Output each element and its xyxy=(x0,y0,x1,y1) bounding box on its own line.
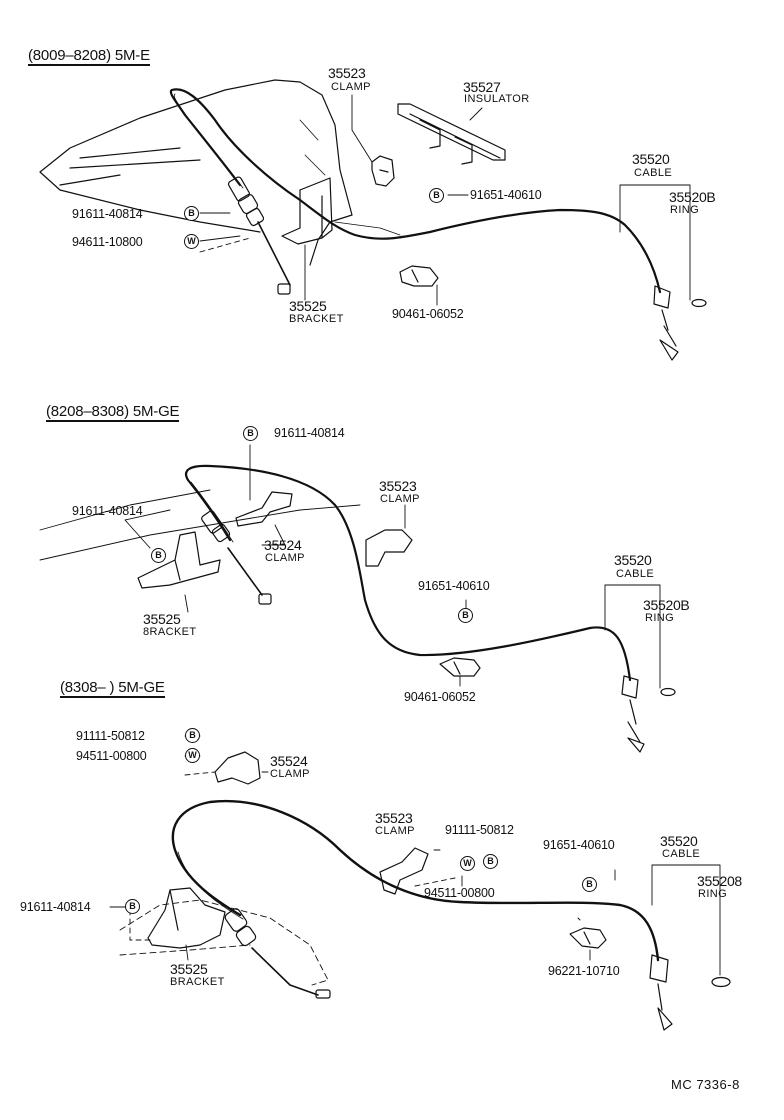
clamp-35524-s2 xyxy=(235,491,293,527)
clamp-35524-s3 xyxy=(214,751,261,785)
cable-inner-s3 xyxy=(177,851,244,920)
clamp-35523-s1 xyxy=(371,155,395,187)
label-cable-s2: CABLE xyxy=(616,568,655,580)
ring-355208-s3 xyxy=(711,976,731,988)
label-355208-s3: 355208 xyxy=(697,873,742,889)
clamp-35523-s3 xyxy=(379,847,429,895)
bolt-marker-icon: B xyxy=(184,206,199,221)
cable-adjuster-s2 xyxy=(201,510,272,605)
label-ring-s2: RING xyxy=(645,612,675,624)
label-cable-s3: CABLE xyxy=(662,848,701,860)
section-title-8009-8208: (8009–8208) 5M-E xyxy=(28,47,150,66)
label-35525-s3: 35525 xyxy=(170,961,208,977)
label-35520b-s2: 35520B xyxy=(643,597,690,613)
transmission-housing xyxy=(39,79,353,266)
label-ring-s3: RING xyxy=(698,888,728,900)
cable-35520-s3 xyxy=(171,799,660,962)
pn-91611-40814-s2-left: 91611-40814 xyxy=(72,504,143,518)
pn-94511-00800-s3: 94511-00800 xyxy=(76,749,147,763)
label-35520-s2: 35520 xyxy=(614,552,652,568)
label-clamp-s3: CLAMP xyxy=(375,825,415,837)
label-35523-s3: 35523 xyxy=(375,810,413,826)
section-title-8308: (8308– ) 5M-GE xyxy=(60,679,165,698)
label-bracket-s2: 8RACKET xyxy=(143,626,197,638)
engine-outline-s3 xyxy=(119,899,329,986)
label-bracket-s1: BRACKET xyxy=(289,313,344,325)
cable-adjuster-s3 xyxy=(224,908,331,999)
pn-91611-40814-s2-top: 91611-40814 xyxy=(274,426,345,440)
bolt-marker-icon: B xyxy=(243,426,258,441)
clip-90461-s2 xyxy=(439,657,481,677)
pn-91611-40814-s1: 91611-40814 xyxy=(72,207,143,221)
label-clamp-s2: CLAMP xyxy=(380,493,420,505)
bolt-marker-icon: B xyxy=(429,188,444,203)
label-bracket-s3: BRACKET xyxy=(170,976,225,988)
bracket-35525-s1 xyxy=(281,177,333,245)
label-35527: 35527 xyxy=(463,79,501,95)
pn-91651-40610-s3: 91651-40610 xyxy=(543,838,615,852)
cable-inner-s1 xyxy=(173,93,244,189)
bracket-35525-s3 xyxy=(147,887,226,949)
label-35523-s1: 35523 xyxy=(328,65,366,81)
pn-94611-10800-s1: 94611-10800 xyxy=(72,235,143,249)
cable-end-s1 xyxy=(653,285,679,361)
bracket-35525-s2 xyxy=(137,531,221,589)
cable-35520-s2 xyxy=(184,464,632,682)
pn-94511-00800-s3-mid: 94511-00800 xyxy=(424,886,495,900)
label-35524-s2: 35524 xyxy=(264,537,302,553)
pn-91651-40610-s2: 91651-40610 xyxy=(418,579,490,593)
label-35525-s2: 35525 xyxy=(143,611,181,627)
pn-90461-06052-s1: 90461-06052 xyxy=(392,307,464,321)
ring-35520b-s2 xyxy=(660,687,676,697)
clip-96221-s3 xyxy=(569,927,607,949)
label-ring-s1: RING xyxy=(670,204,700,216)
washer-marker-icon: W xyxy=(460,856,475,871)
label-clamp2-s2: CLAMP xyxy=(265,552,305,564)
bolt-marker-icon: B xyxy=(483,854,498,869)
clamp-35523-s2 xyxy=(365,529,413,567)
section-title-8208-8308: (8208–8308) 5M-GE xyxy=(46,403,180,422)
insulator-35527-s1 xyxy=(397,103,506,165)
section-2-drawing xyxy=(39,444,676,753)
label-35520-s3: 35520 xyxy=(660,833,698,849)
pn-96221-10710-s3: 96221-10710 xyxy=(548,964,620,978)
bolt-marker-icon: B xyxy=(125,899,140,914)
clip-90461-s1 xyxy=(399,265,439,287)
label-35520b-s1: 35520B xyxy=(669,189,716,205)
cable-adjuster-s1 xyxy=(227,176,291,295)
label-35525-s1: 35525 xyxy=(289,298,327,314)
housing-detail xyxy=(299,119,401,236)
washer-marker-icon: W xyxy=(184,234,199,249)
cable-end-s3 xyxy=(649,954,673,1031)
pn-91611-40814-s3: 91611-40814 xyxy=(20,900,91,914)
bolt-marker-icon: B xyxy=(582,877,597,892)
section-1-drawing xyxy=(39,79,707,361)
reference-code: MC 7336-8 xyxy=(671,1077,740,1092)
label-35524-s3: 35524 xyxy=(270,753,308,769)
pn-91111-50812-s3: 91111-50812 xyxy=(76,729,145,743)
pn-91111-50812-s3-mid: 91111-50812 xyxy=(445,823,514,837)
label-clamp-s1: CLAMP xyxy=(331,81,371,93)
label-35523-s2: 35523 xyxy=(379,478,417,494)
cable-end-s2 xyxy=(621,675,645,753)
engine-outline-s2 xyxy=(39,489,361,561)
label-clamp2-s3: CLAMP xyxy=(270,768,310,780)
label-35520-s1: 35520 xyxy=(632,151,670,167)
label-cable-s1: CABLE xyxy=(634,167,673,179)
bolt-marker-icon: B xyxy=(151,548,166,563)
washer-marker-icon: W xyxy=(185,748,200,763)
pn-90461-06052-s2: 90461-06052 xyxy=(404,690,476,704)
ring-35520b-s1 xyxy=(691,298,707,308)
pn-91651-40610-s1: 91651-40610 xyxy=(470,188,542,202)
bolt-marker-icon: B xyxy=(185,728,200,743)
cable-35520-s1 xyxy=(169,88,662,294)
bolt-marker-icon: B xyxy=(458,608,473,623)
label-insulator: INSULATOR xyxy=(464,93,530,105)
